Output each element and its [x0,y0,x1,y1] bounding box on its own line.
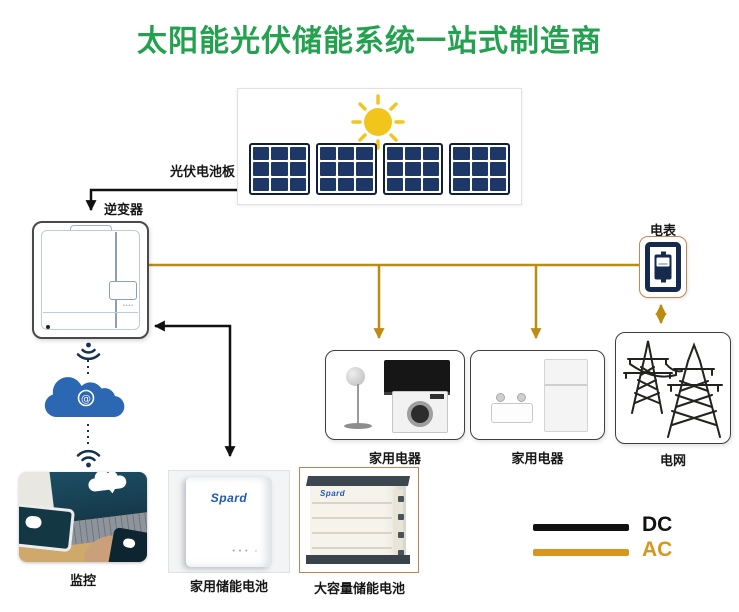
dc-line-inverter-battery [153,320,236,458]
inverter-led [46,325,50,329]
pv-array-figure [237,88,522,205]
transmission-tower-icon [623,340,723,438]
pv-panel-label: 光伏电池板 [170,164,236,179]
solar-panel [382,143,444,195]
inverter-label: 逆变器 [104,202,144,217]
pv-panel-row [249,143,510,195]
fridge-icon [544,359,588,432]
page-title: 太阳能光伏储能系统一站式制造商 [137,25,602,58]
solar-panel [249,143,310,195]
meter-figure [639,236,687,298]
meter-icon [654,251,672,283]
inverter-faceplate [41,230,140,330]
legend-dc-label: DC [642,513,673,536]
brand-logo: Spard [320,489,346,498]
appliances-left-figure [325,350,465,440]
inverter-handle [69,225,112,230]
inverter-device: •••• [32,221,149,339]
small-appliance-icon [491,393,533,423]
legend-dc-line [533,524,629,531]
smartphone [108,526,147,562]
solar-panel [315,143,377,195]
inverter-display [109,281,137,300]
wifi-icon [76,449,101,468]
large-battery-label: 大容量储能电池 [313,581,405,596]
appliances-right-label: 家用电器 [511,451,564,466]
legend-ac-label: AC [642,538,673,561]
brand-logo: Spard [210,491,248,505]
tablet [19,502,75,553]
home-battery-label: 家用储能电池 [189,579,268,594]
large-battery-figure: Spard [299,467,419,573]
cloud-icon: @ [34,372,138,422]
legend-ac-line [533,549,629,556]
appliances-right-figure [470,350,605,440]
meter-label: 电表 [649,223,676,238]
large-battery-cabinet: Spard [305,476,411,564]
home-battery-unit: Spard • • • ◦ [186,477,272,567]
monitor-label: 监控 [69,573,96,588]
lamp-icon [346,367,365,386]
wifi-icon [76,342,101,361]
home-battery-figure: Spard • • • ◦ [168,470,290,573]
solar-panel [449,143,510,195]
meter-frame [645,242,681,292]
svg-text:@: @ [81,394,91,405]
grid-figure [615,332,731,444]
sun-icon [351,94,405,150]
monitoring-photo [19,472,147,562]
appliances-left-label: 家用电器 [368,451,421,466]
inverter-foot-line [43,312,138,313]
inverter-buttons: •••• [122,303,134,309]
grid-label: 电网 [659,453,686,468]
tv-icon [384,360,450,395]
inverter-divider [115,232,118,328]
washing-machine-icon [392,391,448,433]
